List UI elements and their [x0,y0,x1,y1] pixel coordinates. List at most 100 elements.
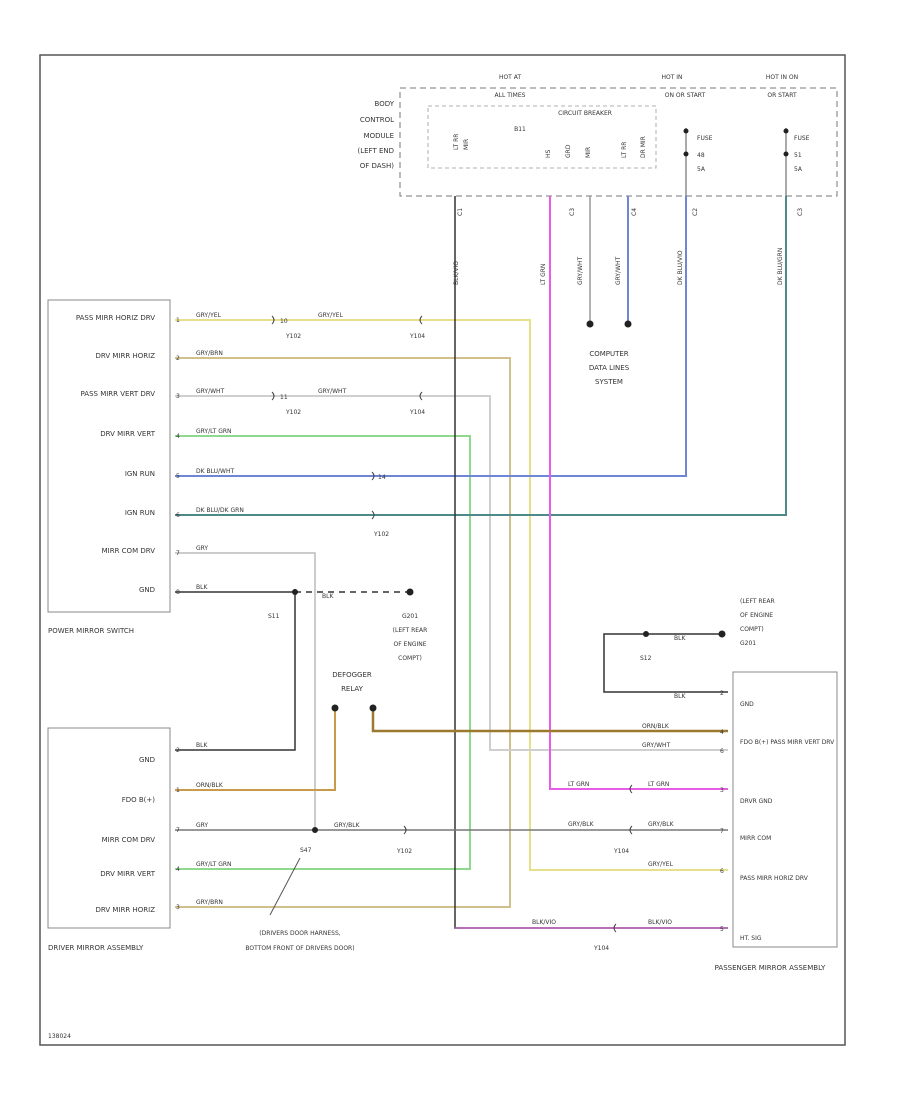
splice-s47-label: S47 [300,847,312,854]
drv-pin-vert-num: 4 [176,866,180,873]
switch-pin2-num: 2 [176,355,180,362]
switch-wire-6: DK BLU/DK GRN [196,507,244,514]
splice-s11-label: S11 [268,613,280,620]
fuse-48-icon: FUSE 48 5A [683,128,713,196]
switch-pin3-name: PASS MIRR VERT DRV [81,390,156,398]
pass-pin-horiz: PASS MIRR HORIZ DRV [740,875,809,882]
fuse-48-label: FUSE [697,135,713,142]
bcm-pin-label-3: HS [545,149,552,158]
bcm-label-5: OF DASH) [360,162,395,170]
passenger-mirror-assembly: GND FDO B(+) PASS MIRR VERT DRV DRVR GND… [532,671,838,972]
switch-pin3-num: 3 [176,393,180,400]
ground-g201-left-icon [406,588,414,596]
switch-title: POWER MIRROR SWITCH [48,627,134,635]
wire-lt-grn-pink [549,196,728,790]
hot-all-times-2: ALL TIMES [495,92,526,99]
fuse-51-icon: FUSE 51 5A [783,128,810,196]
pass-wire-lt-grn-a: LT GRN [568,781,589,788]
pass-wire-gry-yel: GRY/YEL [648,861,674,868]
wire-blk-vio [454,196,728,929]
figure-id: 138024 [48,1033,71,1040]
pass-pin-drvrgnd-num: 3 [720,787,724,794]
conn-y104-a: Y104 [409,333,425,340]
drv-pin-horiz: DRV MIRR HORIZ [96,906,156,914]
conn-y102-c: Y102 [373,531,389,538]
bcm-connector-3: C4 [631,208,638,216]
pass-pin-gnd: GND [740,701,754,708]
switch-wire-2: GRY/BRN [196,350,223,357]
fuse-51-number: 51 [794,152,802,159]
pass-wire-blk-vio-a: BLK/VIO [532,919,556,926]
bcm-connector-4: C2 [692,208,699,216]
wire-code-v-4: GRY/WHT [615,256,622,285]
switch-pin1-name: PASS MIRR HORIZ DRV [76,314,155,322]
ground-right-3: COMPT) [740,626,764,633]
drv-pin-com: MIRR COM DRV [102,836,156,844]
fuse-51-label: FUSE [794,135,810,142]
switch-pin5-name: IGN RUN [125,470,155,478]
drv-wire-com: GRY [196,822,208,829]
computer-data-lines: COMPUTER DATA LINES SYSTEM [586,320,632,386]
wire-blk-switch-gnd [175,591,296,751]
wire-dk-blu-wht [175,196,687,477]
door-harness-2: BOTTOM FRONT OF DRIVERS DOOR) [245,945,354,952]
pass-pin-htsig-num: 5 [720,926,724,933]
fuse-51-rating: 5A [794,166,803,173]
wire-gry-brn-1 [175,357,511,908]
bcm-pin-label-1: LT RR [453,134,460,150]
switch-pin7-name: MIRR COM DRV [102,547,156,555]
drv-pin-vert: DRV MIRR VERT [100,870,156,878]
bcm-pin-label-4: GRD [565,144,572,158]
drv-pin-gnd: GND [139,756,155,764]
conn-y104-d: Y104 [593,945,609,952]
switch-wire-4: GRY/LT GRN [196,428,232,435]
hot-all-times-1: HOT AT [499,74,521,81]
bcm-connector-1: C1 [457,208,464,216]
pass-pin-fdo: FDO B(+) PASS MIRR VERT DRV [740,739,835,746]
ground-left-1: G201 [402,613,418,620]
drv-pin-fdo-num: 1 [176,787,180,794]
inline-connectors [271,315,633,933]
drv-wire-gnd: BLK [196,742,208,749]
ground-g201-right-icon [718,630,726,638]
wire-orn-blk-1 [175,708,336,791]
ground-right-2: OF ENGINE [740,612,773,619]
splice-s12-label: S12 [640,655,652,662]
blk-label-3: BLK [674,693,686,700]
switch-wire-7: GRY [196,545,208,552]
drv-wire-gry-blk: GRY/BLK [334,822,361,829]
cdl-label-1: COMPUTER [589,350,628,358]
switch-pin4-name: DRV MIRR VERT [100,430,156,438]
switch-wire-5: DK BLU/WHT [196,468,234,475]
diagram-frame [39,54,846,1046]
bcm-label-2: CONTROL [360,116,394,124]
switch-pin6-name: IGN RUN [125,509,155,517]
bcm-label-4: (LEFT END [357,147,394,155]
conn-y104-c: Y104 [613,848,629,855]
drv-pin-gnd-num: 2 [176,747,180,754]
bcm-label-1: BODY [375,100,395,108]
pass-pin-gnd-num: 2 [720,690,724,697]
defogger-label-2: RELAY [341,685,364,693]
inline-pin-10: 10 [280,318,288,325]
wire-gry-lt-grn [175,435,471,870]
blk-label-1: BLK [322,593,334,600]
pass-pin-com: MIRR COM [740,835,771,842]
defogger-relay: DEFOGGER RELAY [331,671,377,712]
hot-run-a-2: ON OR START [665,92,706,99]
pass-wire-gry-blk-b: GRY/BLK [648,821,675,828]
drv-wire-vert: GRY/LT GRN [196,861,232,868]
hot-run-a-1: HOT IN [661,74,682,81]
circuit-breaker-number: B11 [514,126,526,133]
switch-pin4-num: 4 [176,433,180,440]
conn-y104-b: Y104 [409,409,425,416]
pass-pin-vert-num: 6 [720,748,724,755]
pass-pin-htsig: HT. SIG [740,935,762,942]
switch-wire-8: BLK [196,584,208,591]
pass-pin-horiz-num: 6 [720,868,724,875]
switch-pin2-name: DRV MIRR HORIZ [96,352,156,360]
fuse-48-number: 48 [697,152,705,159]
wire-dk-blu-grn [175,196,787,516]
hot-run-b-2: OR START [767,92,797,99]
circuit-breaker-label: CIRCUIT BREAKER [558,110,612,117]
